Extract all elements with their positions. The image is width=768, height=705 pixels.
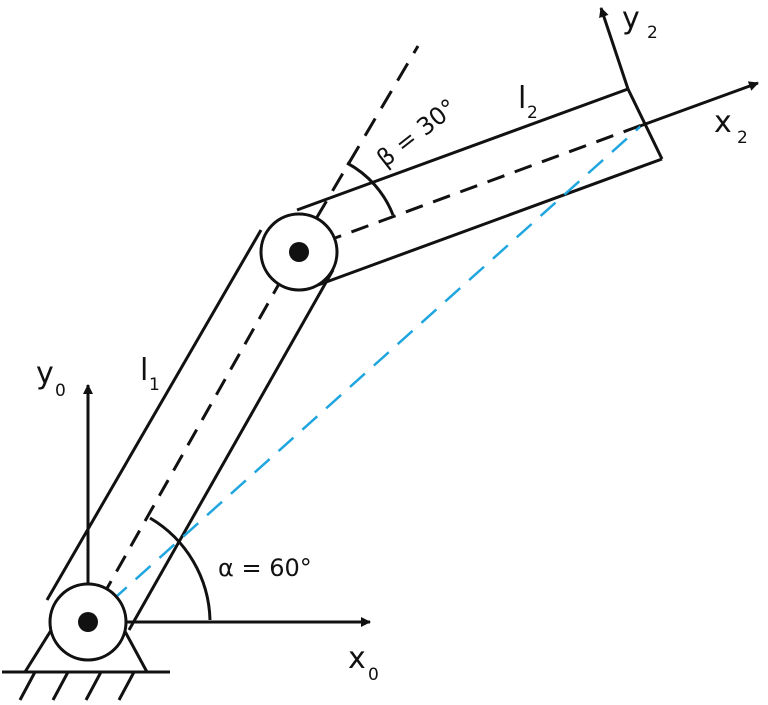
y0-subscript: 0 — [55, 381, 66, 401]
beta-label: β = 30° — [371, 93, 462, 172]
joint-base — [48, 582, 128, 662]
alpha-label: α = 60° — [218, 554, 312, 582]
link-2-centerline — [296, 123, 643, 254]
end-frame — [599, 7, 759, 128]
y2-axis — [599, 7, 630, 90]
link-2-subscript: 2 — [527, 103, 538, 123]
beta-reference — [298, 45, 420, 247]
base-frame — [83, 384, 371, 627]
link-1-centerline — [86, 251, 299, 623]
reach-line — [87, 124, 643, 623]
y2-label: y — [622, 1, 640, 36]
y0-label: y — [36, 356, 54, 391]
x2-axis — [639, 81, 759, 128]
link-2-label: l — [518, 81, 526, 116]
x2-subscript: 2 — [737, 128, 748, 148]
link-1 — [45, 229, 335, 631]
alpha-arc — [149, 516, 212, 621]
link-1-label: l — [140, 353, 148, 388]
x2-label: x — [714, 105, 732, 140]
x0-subscript: 0 — [368, 665, 379, 685]
joint-elbow — [259, 212, 339, 292]
link-1-subscript: 1 — [149, 375, 160, 395]
y2-subscript: 2 — [647, 23, 658, 43]
x0-label: x — [348, 641, 366, 676]
link-2 — [296, 87, 664, 287]
